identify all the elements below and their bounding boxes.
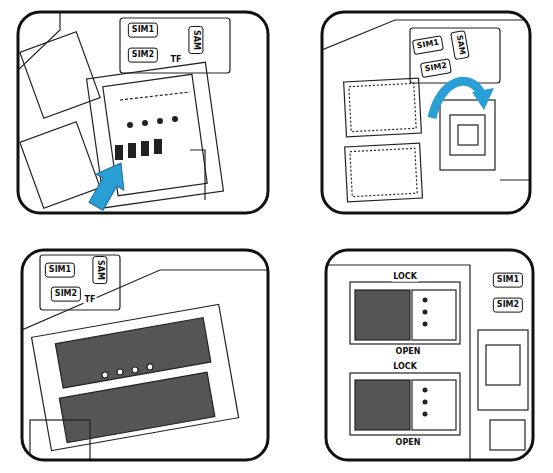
slot-label: OPEN [395,439,422,448]
slot-label: SAM [189,26,204,54]
slot-label: TF [84,296,97,305]
slot-label: SIM1 [45,263,75,278]
slot-label: SIM1 [493,273,523,288]
slot-label: LOCK [392,273,418,282]
slot-label: SAM [93,256,108,284]
slot-label: SIM2 [128,48,158,63]
slot-label: LOCK [392,363,418,372]
slot-label: OPEN [395,348,422,357]
slot-label: TF [170,56,183,65]
slot-label: SIM1 [412,35,444,55]
slot-label: SAM [450,30,469,60]
slot-label: SIM2 [493,298,523,313]
slot-label: SIM1 [128,23,158,38]
slot-label: SIM2 [420,58,452,78]
slot-label: SIM2 [51,287,81,302]
